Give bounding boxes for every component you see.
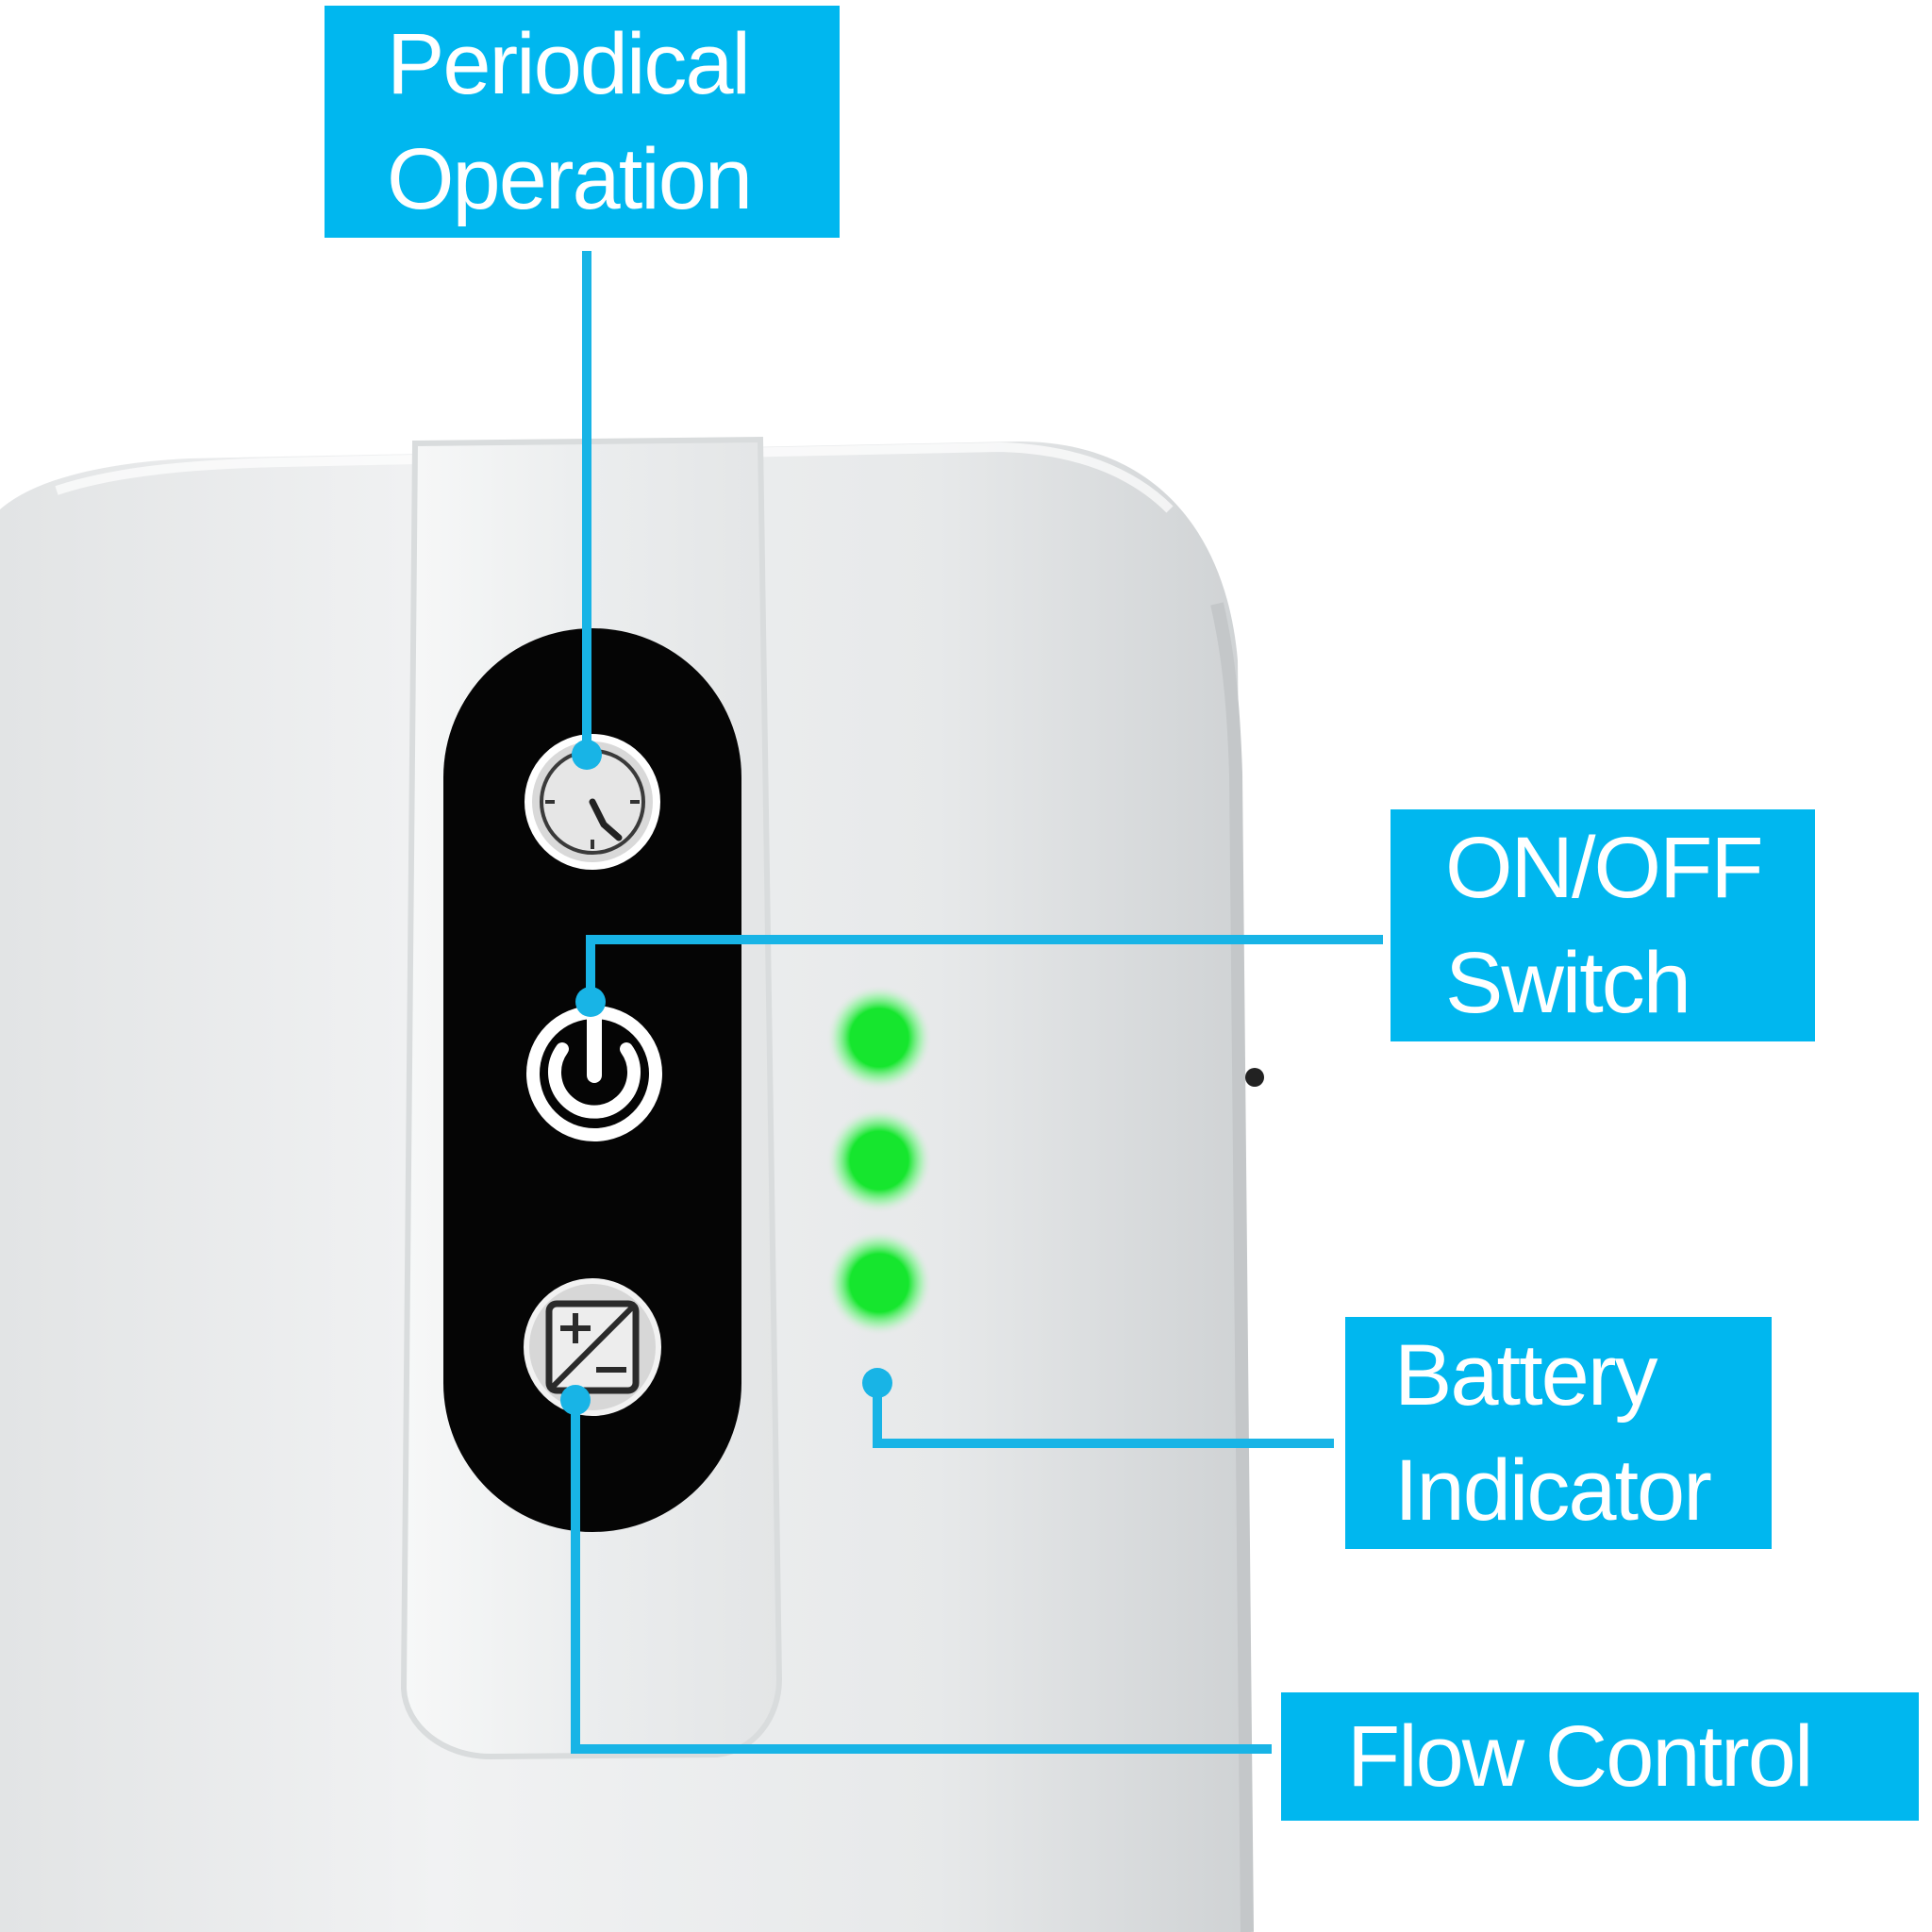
callout-onoff-line1: ON/OFF — [1445, 820, 1764, 916]
callout-periodical-line1: Periodical — [387, 16, 751, 112]
callout-battery-line1: Battery — [1394, 1327, 1657, 1424]
battery-led — [851, 1009, 908, 1066]
periodical-operation-button[interactable] — [525, 734, 660, 870]
callout-battery-line2: Indicator — [1394, 1442, 1712, 1539]
battery-led — [851, 1132, 908, 1189]
device-side-dot — [1245, 1068, 1264, 1087]
device-body-highlight — [55, 441, 1174, 513]
flow-control-button[interactable] — [524, 1278, 661, 1416]
device-body-edge — [1210, 602, 1254, 1932]
callout-battery-indicator: Battery Indicator — [1345, 1317, 1772, 1549]
callout-on-off-switch: ON/OFF Switch — [1391, 809, 1815, 1041]
callout-flow-line1: Flow Control — [1347, 1708, 1813, 1805]
on-off-switch-button[interactable] — [526, 1006, 662, 1141]
power-icon — [548, 1011, 641, 1119]
callout-periodical-operation: Periodical Operation — [325, 6, 840, 238]
callout-periodical-line2: Operation — [387, 131, 753, 227]
callout-onoff-line2: Switch — [1445, 935, 1691, 1031]
callout-flow-control: Flow Control — [1281, 1692, 1919, 1821]
battery-led — [851, 1255, 908, 1311]
plus-minus-icon — [545, 1300, 640, 1394]
battery-led-group — [826, 985, 932, 1336]
